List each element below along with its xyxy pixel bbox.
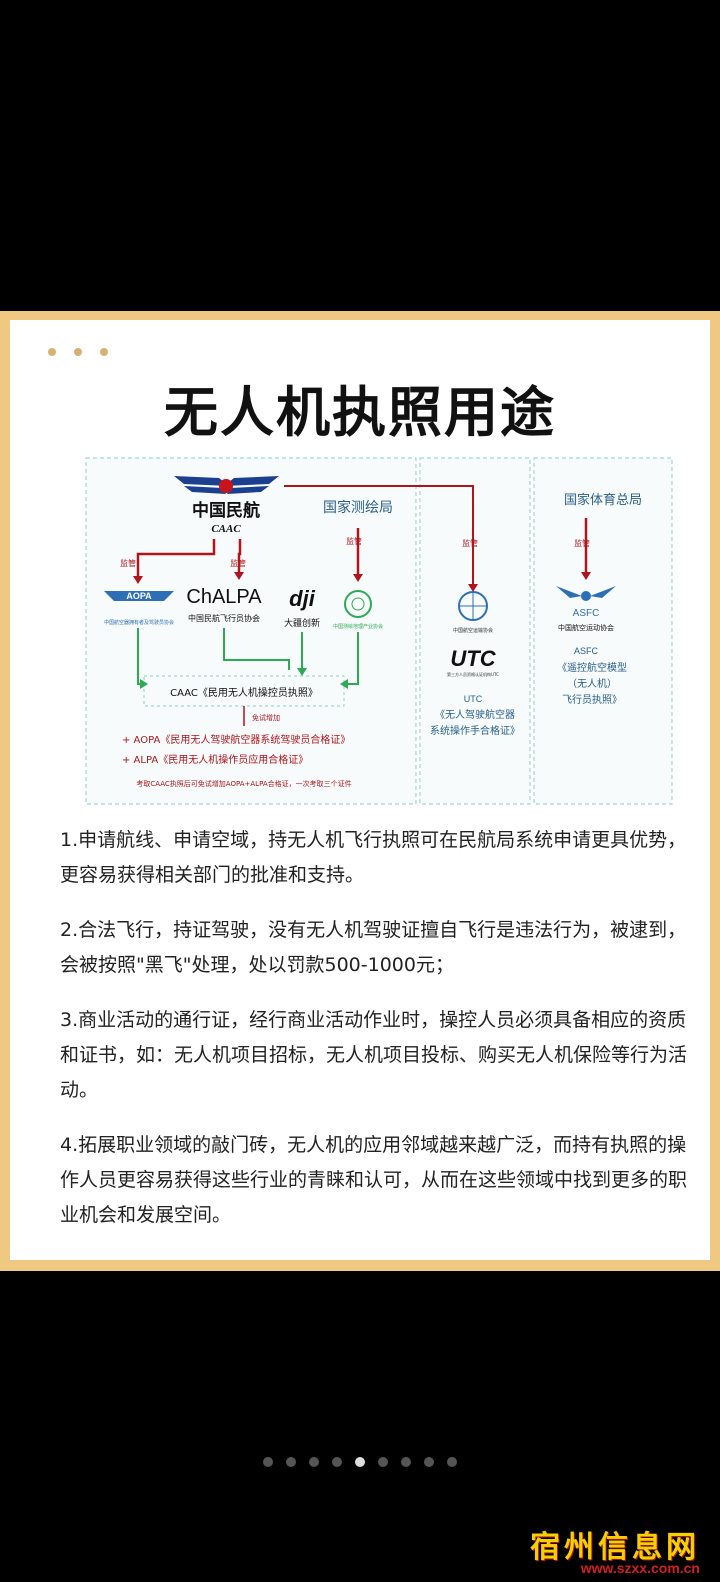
caac-en-text: CAAC xyxy=(211,523,241,535)
paragraph-3: 3.商业活动的通行证，经行商业活动作业时，操控人员必须具备相应的资质和证书，如：… xyxy=(60,1009,688,1101)
cata-text: 中国航空运输协会 xyxy=(453,627,493,634)
paragraph-4: 4.拓展职业领域的敲门砖，无人机的应用邻域越来越广泛，而持有执照的操作人员更容易… xyxy=(60,1134,688,1226)
sports-bureau-label: 国家体育总局 xyxy=(564,492,642,508)
utc-cert-line2: 系统操作手合格证》 xyxy=(430,724,520,737)
page-dot[interactable] xyxy=(355,1457,365,1467)
page-dot[interactable] xyxy=(424,1457,434,1467)
utc-region-box xyxy=(419,457,531,805)
dot xyxy=(74,348,82,356)
page-dot[interactable] xyxy=(447,1457,457,1467)
supervise-label: 监管 xyxy=(230,558,246,568)
supervise-label: 监管 xyxy=(462,538,478,548)
dot xyxy=(48,348,56,356)
paragraph-2: 2.合法飞行，持证驾驶，没有无人机驾驶证擅自飞行是违法行为，被逮到，会被按照"黑… xyxy=(60,919,687,976)
watermark: 宿州信息网 www.szxx.com.cn xyxy=(530,1522,700,1576)
page-dot[interactable] xyxy=(309,1457,319,1467)
caac-cn-text: 中国民航 xyxy=(192,500,260,521)
caac-region-box xyxy=(85,457,417,805)
chalpa-cn-text: 中国民航飞行员协会 xyxy=(188,613,260,623)
asfc-logo-text: ASFC xyxy=(573,608,600,619)
cata-globe-icon xyxy=(458,591,488,621)
supervise-label: 监管 xyxy=(574,538,590,548)
chalpa-logo-text: ChALPA xyxy=(186,586,262,608)
asfc-cert-line2: （无人机） xyxy=(567,677,617,690)
arrow-caac-to-aopa xyxy=(136,539,216,578)
dji-cn-text: 大疆创新 xyxy=(284,617,320,629)
asfc-cert-line3: 飞行员执照》 xyxy=(562,693,622,706)
green-arrow-survey xyxy=(346,632,359,685)
survey-assoc-logo-icon xyxy=(344,590,372,618)
aopa-cert-text: + AOPA《民用无人驾驶航空器系统驾驶员合格证》 xyxy=(122,733,350,746)
license-diagram: 中国民航 CAAC 国家测绘局 国家体育总局 监管 监管 监管 监管 监管 AO… xyxy=(85,457,673,805)
asfc-name-text: ASFC xyxy=(574,646,599,656)
arrow-caac-to-utc xyxy=(284,485,474,586)
dot xyxy=(100,348,108,356)
decorative-dots xyxy=(48,348,108,356)
page-title: 无人机执照用途 xyxy=(164,381,556,444)
utc-logo-text: UTC xyxy=(450,646,496,671)
page-dot[interactable] xyxy=(286,1457,296,1467)
caac-cert-text: CAAC《民用无人机操控员执照》 xyxy=(170,686,318,699)
survey-assoc-sub-text: 中国测绘地理产业协会 xyxy=(333,623,383,630)
card-body: 无人机执照用途 中国民航 CAAC 国家测绘局 国家体育总局 xyxy=(10,320,710,1260)
page-dot[interactable] xyxy=(378,1457,388,1467)
caac-wings-icon xyxy=(174,476,279,494)
watermark-url: www.szxx.com.cn xyxy=(580,1560,700,1576)
page-dot[interactable] xyxy=(332,1457,342,1467)
asfc-cn-text: 中国航空运动协会 xyxy=(558,623,614,632)
asfc-cert-line1: 《遥控航空模型 xyxy=(557,661,627,674)
surveying-bureau-label: 国家测绘局 xyxy=(323,499,393,516)
utc-sub-text: 第三方人员资格认证机构UTC xyxy=(447,671,499,677)
watermark-name: 宿州信息网 xyxy=(530,1530,700,1565)
exempt-label: 免试增加 xyxy=(252,713,280,722)
page-dot[interactable] xyxy=(401,1457,411,1467)
page-indicator[interactable] xyxy=(0,1457,720,1467)
paragraph-1: 1.申请航线、申请空域，持无人机飞行执照可在民航局系统申请更具优势，更容易获得相… xyxy=(60,829,687,886)
page-dot[interactable] xyxy=(263,1457,273,1467)
svg-text:AOPA: AOPA xyxy=(126,591,152,601)
aopa-sub-text: 中国航空器拥有者及驾驶员协会 xyxy=(104,619,174,626)
asfc-wings-icon xyxy=(556,586,616,601)
supervise-label: 监管 xyxy=(120,558,136,568)
aopa-logo-icon: AOPA xyxy=(104,591,174,601)
asfc-region-box xyxy=(533,457,673,805)
note-text: 考取CAAC执照后可免试增加AOPA+ALPA合格证，一次考取三个证件 xyxy=(136,779,351,788)
utc-cert-line1: 《无人驾驶航空器 xyxy=(435,708,515,721)
arrow-caac-to-chalpa xyxy=(237,539,242,574)
supervise-label: 监管 xyxy=(346,536,362,546)
green-arrow-chalpa xyxy=(223,628,290,670)
alpa-cert-text: + ALPA《民用无人机操作员应用合格证》 xyxy=(122,753,308,766)
dji-logo-text: dji xyxy=(289,586,316,611)
utc-name-text: UTC xyxy=(464,694,483,704)
content-card: 无人机执照用途 中国民航 CAAC 国家测绘局 国家体育总局 xyxy=(0,311,720,1271)
